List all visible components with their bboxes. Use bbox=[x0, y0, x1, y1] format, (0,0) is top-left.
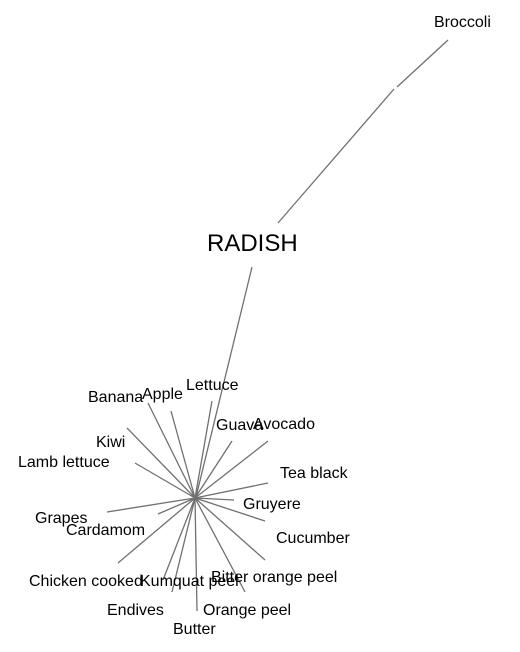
leaf-label-cardamom: Cardamom bbox=[66, 522, 145, 539]
leaf-label-gruyere: Gruyere bbox=[243, 496, 301, 513]
edge-chicken-cooked bbox=[117, 497, 196, 564]
leaf-label-kiwi: Kiwi bbox=[96, 434, 125, 451]
edge-apple bbox=[170, 410, 196, 499]
edge-cardamom bbox=[157, 497, 196, 515]
edge-kumquat-peel bbox=[162, 497, 196, 581]
edge-broccoli-inner bbox=[277, 88, 395, 224]
edge-grapes bbox=[106, 497, 196, 513]
leaf-label-butter: Butter bbox=[173, 621, 216, 638]
leaf-label-bitter-orange-peel: Bitter orange peel bbox=[211, 569, 337, 586]
leaf-label-broccoli: Broccoli bbox=[434, 14, 491, 31]
leaf-label-guava: Guava bbox=[216, 417, 263, 434]
edge-bitter-orange-peel bbox=[194, 497, 266, 561]
edge-tea-black bbox=[194, 482, 269, 499]
edge-broccoli-outer bbox=[396, 39, 449, 88]
leaf-label-banana: Banana bbox=[88, 389, 143, 406]
leaf-label-grapes: Grapes bbox=[35, 510, 87, 527]
leaf-label-lettuce: Lettuce bbox=[186, 377, 239, 394]
edge-avocado bbox=[194, 440, 269, 499]
leaf-label-kumquat-peel: Kumquat peel bbox=[140, 573, 239, 590]
leaf-label-apple: Apple bbox=[142, 386, 183, 403]
leaf-label-tea-black: Tea black bbox=[280, 465, 349, 482]
edge-lamb-lettuce bbox=[134, 462, 196, 499]
leaf-label-cucumber: Cucumber bbox=[276, 530, 350, 547]
root-label: RADISH bbox=[207, 230, 298, 257]
leaf-label-orange-peel: Orange peel bbox=[203, 602, 291, 619]
edge-orange-peel bbox=[194, 497, 246, 593]
leaf-label-chicken-cooked: Chicken cooked bbox=[29, 573, 143, 590]
edge-guava bbox=[194, 440, 233, 499]
edge-trunk bbox=[195, 266, 253, 498]
edge-cucumber bbox=[194, 497, 266, 522]
edge-banana bbox=[147, 402, 196, 499]
leaf-label-endives: Endives bbox=[107, 602, 164, 619]
edge-kiwi bbox=[126, 427, 196, 499]
edge-gruyere bbox=[194, 497, 235, 501]
leaf-label-avocado: Avocado bbox=[253, 416, 315, 433]
edge-endives bbox=[171, 497, 196, 593]
leaf-label-lamb-lettuce: Lamb lettuce bbox=[18, 454, 110, 471]
edge-butter bbox=[194, 497, 198, 612]
edge-lettuce bbox=[194, 400, 213, 499]
